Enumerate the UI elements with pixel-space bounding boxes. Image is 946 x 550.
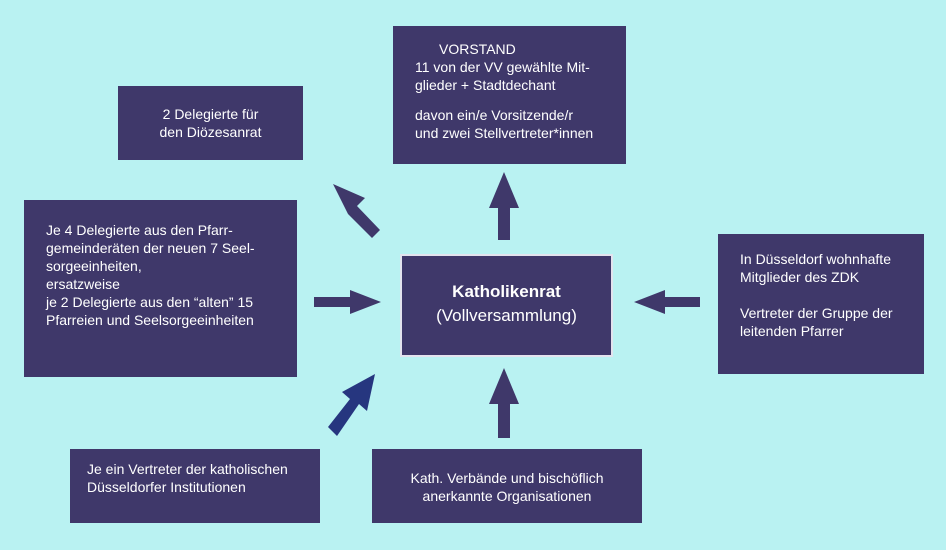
pfarrgemeinderaete-line: sorgeeinheiten, [46,258,142,274]
vorstand-box: VORSTAND 11 von der VV gewählte Mit- gli… [393,26,626,164]
vorstand-line: 11 von der VV gewählte Mit- [415,59,590,75]
pfarrgemeinderaete-line: gemeinderäten der neuen 7 Seel- [46,240,255,256]
dioezesanrat-box: 2 Delegierte für den Diözesanrat [118,86,303,160]
arrow-from-verbaende [489,368,519,438]
spacer [415,94,626,106]
zdk-line: In Düsseldorf wohnhafte [740,251,891,267]
vorstand-heading: VORSTAND [439,41,516,57]
dioezesanrat-line: 2 Delegierte für [162,106,259,122]
katholikenrat-subtitle: (Vollversammlung) [436,306,577,325]
katholikenrat-box: Katholikenrat (Vollversammlung) [400,254,613,357]
dioezesanrat-line: den Diözesanrat [159,124,262,140]
vorstand-line: glieder + Stadtdechant [415,77,556,93]
pfarrgemeinderaete-line: Pfarreien und Seelsorgeeinheiten [46,312,254,328]
verbaende-box: Kath. Verbände und bischöflich anerkannt… [372,449,642,523]
zdk-line: Mitglieder des ZDK [740,269,860,285]
verbaende-line: Kath. Verbände und bischöflich [410,470,604,486]
zdk-line: Vertreter der Gruppe der [740,305,893,321]
pfarrgemeinderaete-line: Je 4 Delegierte aus den Pfarr- [46,222,233,238]
arrow-from-institutionen [328,374,375,436]
spacer [740,286,924,304]
arrow-to-vorstand [489,172,519,240]
institutionen-box: Je ein Vertreter der katholischen Düssel… [70,449,320,523]
institutionen-line: Je ein Vertreter der katholischen [87,461,288,477]
arrow-from-pfarrgemeinderaete [314,290,381,314]
pfarrgemeinderaete-box: Je 4 Delegierte aus den Pfarr- gemeinder… [24,200,297,377]
verbaende-line: anerkannte Organisationen [422,488,592,504]
arrow-to-dioezesanrat [333,184,380,238]
vorstand-detail-line: davon ein/e Vorsitzende/r [415,107,573,123]
katholikenrat-title: Katholikenrat [452,282,561,301]
institutionen-line: Düsseldorfer Institutionen [87,479,246,495]
arrow-from-zdk [634,290,700,314]
pfarrgemeinderaete-line: je 2 Delegierte aus den “alten” 15 [46,294,254,310]
zdk-box: In Düsseldorf wohnhafte Mitglieder des Z… [718,234,924,374]
zdk-line: leitenden Pfarrer [740,323,844,339]
pfarrgemeinderaete-line: ersatzweise [46,276,120,292]
vorstand-detail-line: und zwei Stellvertreter*innen [415,125,594,141]
